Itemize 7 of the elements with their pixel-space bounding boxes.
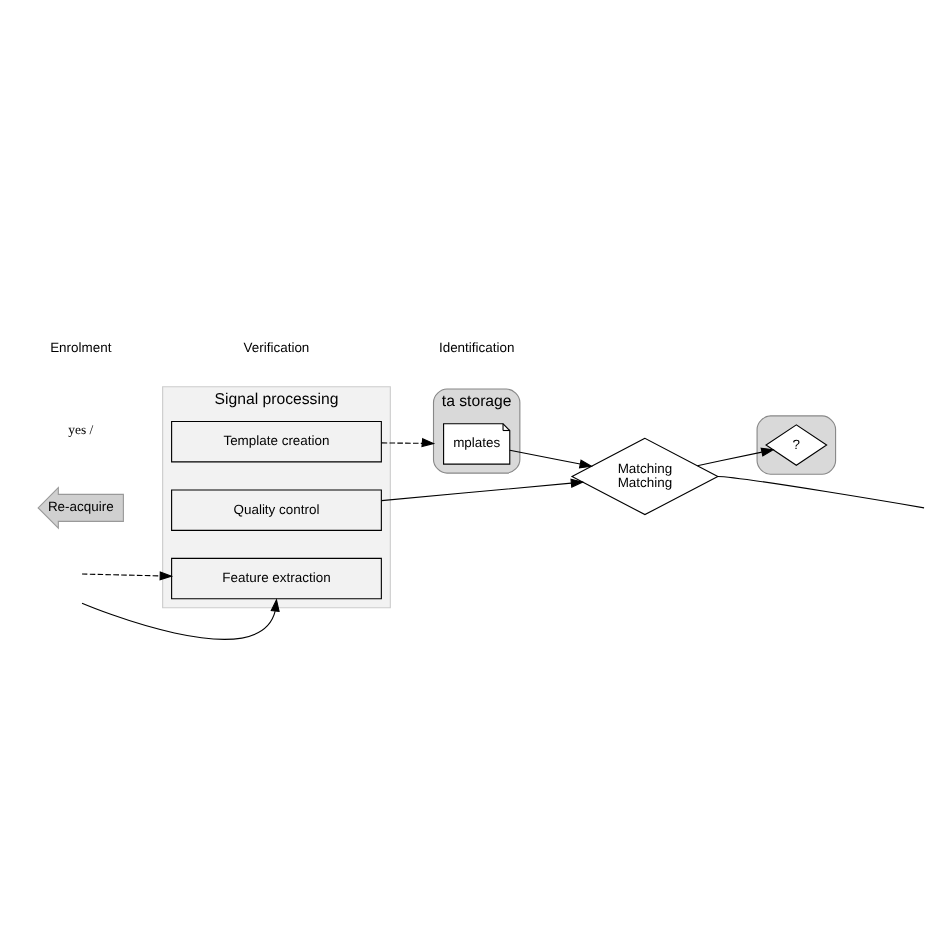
arrow	[81, 597, 280, 639]
arrow	[696, 446, 775, 466]
connector	[717, 474, 925, 508]
arrow	[81, 570, 174, 580]
arrow	[380, 436, 436, 447]
arrow	[381, 477, 585, 501]
arrow	[509, 448, 593, 468]
